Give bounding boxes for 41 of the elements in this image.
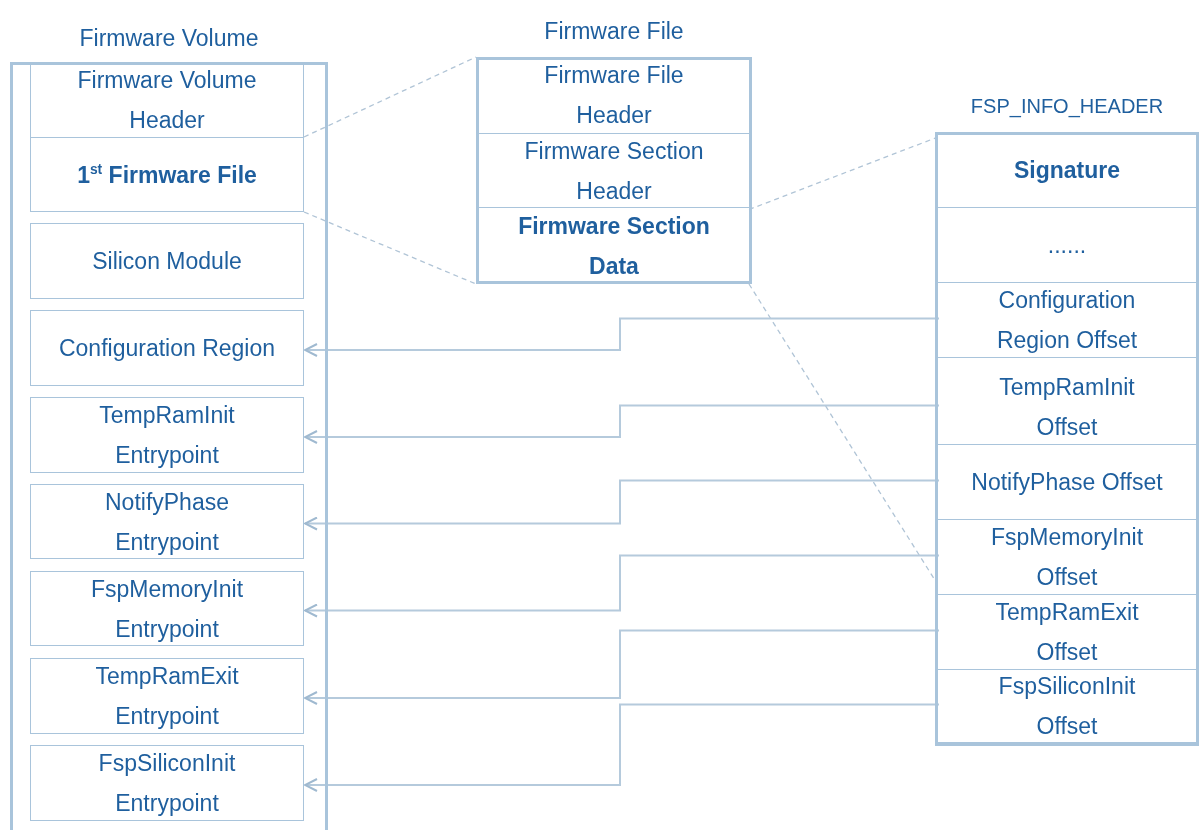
field-label: Firmware Section Header [523, 136, 705, 206]
field-box [30, 223, 304, 299]
field-box [30, 571, 304, 646]
field-box [30, 484, 304, 559]
field-label: FspSiliconInit Entrypoint [97, 749, 237, 818]
arrow [304, 554, 940, 618]
zoom-guide-line [748, 283, 936, 581]
field-label: 1$^{st}$ Firmware File [77, 160, 257, 190]
field-label: Firmware Volume Header [76, 66, 258, 135]
field-label: TempRamInit Entrypoint [98, 401, 236, 470]
zoom-guide-line [303, 211, 477, 285]
field-label: TempRamExit Entrypoint [94, 662, 240, 731]
structure-title: FSP_INFO_HEADER [969, 95, 1165, 118]
field-label: ...... [1047, 231, 1087, 260]
field-label: Firmware File Header [543, 61, 685, 130]
field-label: Signature [1013, 155, 1121, 185]
field-label: TempRamInit Offset [998, 373, 1136, 442]
field-label: Configuration Region Offset [995, 286, 1139, 355]
field-box [30, 745, 304, 821]
field-box [30, 310, 304, 386]
arrow [304, 629, 940, 705]
structure-title: Firmware File [543, 18, 685, 45]
field-label: FspMemoryInit Offset [989, 523, 1145, 592]
field-label: FspMemoryInit Entrypoint [89, 574, 245, 644]
field-label: Silicon Module [92, 247, 242, 276]
field-label: FspSiliconInit Offset [997, 672, 1137, 741]
arrow [304, 404, 940, 444]
field-label: NotifyPhase Entrypoint [104, 487, 230, 557]
arrow [304, 479, 940, 531]
field-label: NotifyPhase Offset [971, 468, 1163, 497]
field-box [30, 137, 304, 212]
zoom-guide-line [303, 56, 477, 138]
structure-title: Firmware Volume [78, 25, 260, 52]
field-box [30, 658, 304, 734]
field-label: TempRamExit Offset [994, 598, 1140, 667]
field-label: Firmware Section Data [517, 211, 711, 281]
field-box [30, 397, 304, 473]
field-box [30, 62, 304, 138]
field-label: Configuration Region [58, 334, 276, 363]
arrow [304, 317, 940, 357]
arrow [304, 703, 940, 792]
